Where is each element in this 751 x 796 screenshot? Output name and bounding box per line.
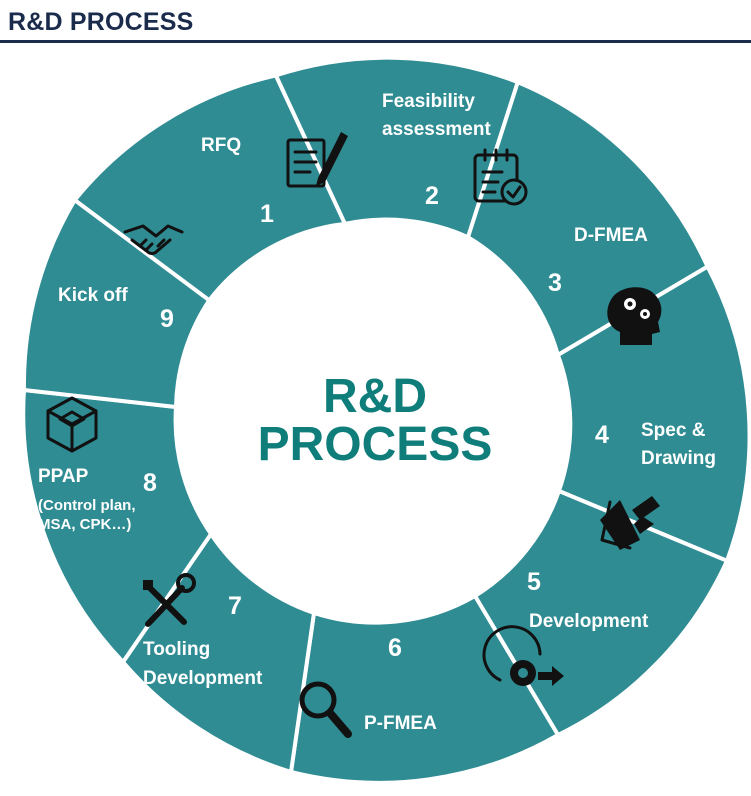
checklist-clipboard-icon	[473, 148, 528, 206]
step-4-label-line2: Drawing	[641, 448, 716, 469]
step-1-number: 1	[260, 200, 274, 228]
wrench-screwdriver-icon	[143, 573, 196, 627]
step-8-number: 8	[143, 469, 157, 497]
step-9-label: Kick off	[58, 285, 128, 306]
step-7-label-line2: Development	[143, 668, 263, 689]
step-2-number: 2	[425, 182, 439, 210]
header-divider	[0, 40, 751, 43]
center-disc	[205, 254, 541, 590]
step-1-label: RFQ	[201, 135, 241, 156]
step-7-number: 7	[228, 592, 242, 620]
ruler-pencil-icon	[600, 496, 660, 550]
header: R&D PROCESS	[0, 0, 751, 44]
step-3-number: 3	[548, 269, 562, 297]
step-4-number: 4	[595, 421, 609, 449]
step-5-number: 5	[527, 568, 541, 596]
step-8-label-line3: MSA, CPK…)	[38, 516, 131, 533]
cube-icon	[46, 396, 98, 453]
step-4-label-line1: Spec &	[641, 420, 706, 441]
segment-9	[21, 198, 212, 409]
segment-6	[289, 594, 560, 785]
step-8-label-line2: (Control plan,	[38, 497, 136, 514]
center-title-line2: PROCESS	[258, 418, 493, 471]
center-title-line1: R&D	[323, 370, 427, 423]
step-2-label-line2: assessment	[382, 119, 491, 140]
document-pen-icon	[286, 132, 348, 188]
step-6-number: 6	[388, 634, 402, 662]
page-title: R&D PROCESS	[8, 8, 194, 36]
step-6-label: P-FMEA	[364, 713, 437, 734]
head-gears-icon	[607, 287, 662, 345]
step-8-label-line1: PPAP	[38, 466, 89, 487]
gear-arrow-icon	[482, 625, 564, 686]
segment-4	[555, 264, 751, 563]
magnifier-icon	[299, 681, 352, 738]
segment-2	[273, 55, 520, 240]
segment-8	[21, 388, 213, 664]
segment-3	[466, 80, 710, 357]
step-5-label: Development	[529, 611, 649, 632]
handshake-icon	[123, 224, 184, 255]
step-2-label-line1: Feasibility	[382, 91, 475, 112]
step-9-number: 9	[160, 305, 174, 333]
step-7-label-line1: Tooling	[143, 639, 210, 660]
step-3-label: D-FMEA	[574, 225, 648, 246]
